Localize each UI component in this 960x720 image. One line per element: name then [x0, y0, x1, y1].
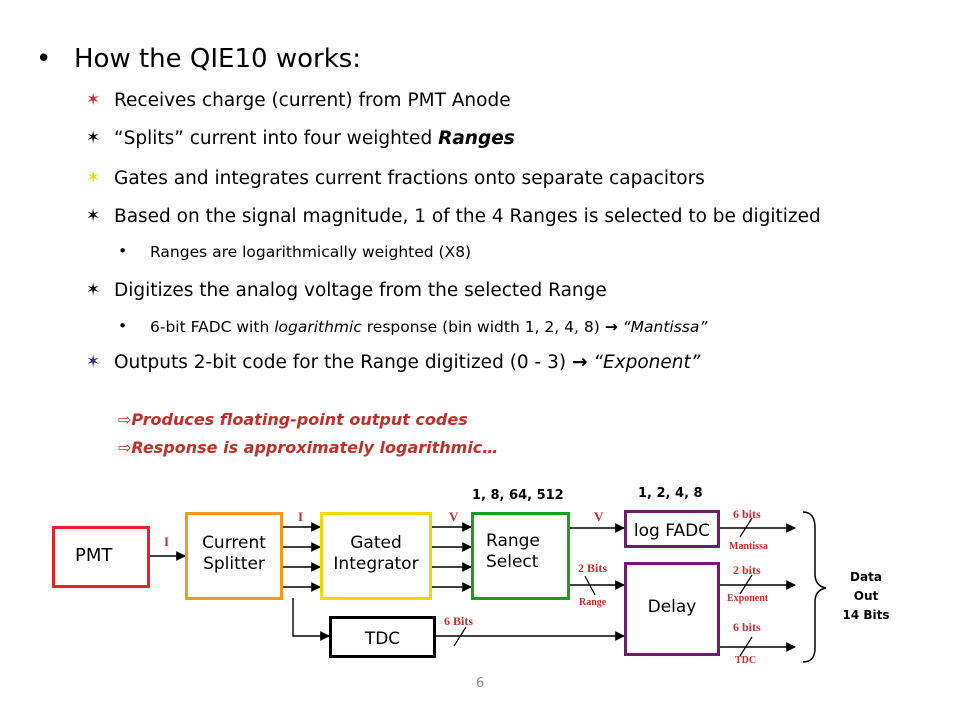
bullet-dot: • [36, 44, 52, 74]
star-icon: ✶ [86, 128, 101, 148]
range-weights-label: 1, 8, 64, 512 [472, 488, 564, 503]
outline-arrow-icon: ⇨ [118, 438, 132, 457]
star-icon: ✶ [86, 206, 101, 226]
tdc-out-bits-label: 6 bits [733, 620, 761, 634]
voltage-label-integrator: V [449, 509, 459, 524]
current-label-splitter: I [298, 509, 304, 524]
slide-number: 6 [475, 676, 485, 691]
note-2: ⇨Response is approximately logarithmic… [118, 438, 499, 457]
point-text: Outputs 2-bit code for the Range digitiz… [114, 352, 701, 373]
star-icon: ✶ [86, 280, 101, 300]
star-icon: ✶ [86, 90, 101, 110]
mantissa-name-label: Mantissa [729, 541, 768, 552]
point-text: Based on the signal magnitude, 1 of the … [114, 206, 821, 227]
heading: How the QIE10 works: [74, 44, 362, 74]
exponent-bits-label: 2 bits [733, 563, 761, 577]
subpoint-text: 6-bit FADC with logarithmic response (bi… [150, 318, 708, 336]
pmt-block: PMT [52, 526, 150, 588]
star-icon: ✶ [86, 168, 101, 188]
range-bits-label: 2 Bits [578, 561, 608, 575]
point-text: “Splits” current into four weighted Rang… [114, 128, 515, 149]
outline-arrow-icon: ⇨ [118, 410, 132, 429]
star-icon: ✶ [86, 352, 101, 372]
point-text: Receives charge (current) from PMT Anode [114, 90, 511, 111]
exponent-name-label: Exponent [727, 593, 769, 604]
log-fadc-block: log FADC [624, 510, 720, 548]
tdc-out-name-label: TDC [735, 655, 757, 666]
arrow-right-icon: → [571, 352, 588, 373]
voltage-label-range: V [594, 509, 604, 524]
subpoint-text: Ranges are logarithmically weighted (X8) [150, 243, 472, 261]
bullet-dot: • [118, 317, 128, 335]
point-text: Digitizes the analog voltage from the se… [114, 280, 607, 301]
log-fadc-label: log FADC [633, 521, 711, 541]
delay-label: Delay [647, 597, 697, 617]
mantissa-bits-label: 6 bits [733, 507, 761, 521]
current-label-pmt: I [164, 534, 170, 549]
arrow-right-icon: → [604, 318, 618, 336]
pmt-label: PMT [75, 545, 113, 566]
range-name-label: Range [579, 597, 607, 608]
bullet-dot: • [118, 242, 128, 260]
tdc-block: TDC [329, 616, 436, 658]
tdc-bits-label: 6 Bits [444, 614, 474, 628]
tdc-label: TDC [364, 629, 401, 649]
note-1: ⇨Produces floating-point output codes [118, 410, 468, 429]
point-text: Gates and integrates current fractions o… [114, 168, 705, 189]
fadc-weights-label: 1, 2, 4, 8 [638, 486, 703, 501]
delay-block: Delay [624, 562, 720, 656]
